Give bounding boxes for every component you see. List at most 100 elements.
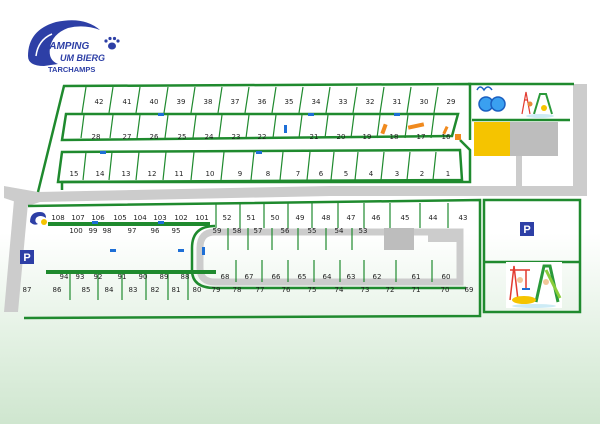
pitch-number[interactable]: 95 [172, 227, 181, 235]
pitch-number[interactable]: 98 [103, 227, 112, 235]
pitch-number[interactable]: 71 [412, 286, 421, 294]
pitch-number[interactable]: 57 [254, 227, 263, 235]
pitch-number[interactable]: 61 [412, 273, 421, 281]
pitch-number[interactable]: 2 [420, 170, 424, 178]
pitch-number[interactable]: 73 [361, 286, 370, 294]
pitch-number[interactable]: 16 [442, 133, 451, 141]
pitch-number[interactable]: 60 [442, 273, 451, 281]
pitch-number[interactable]: 68 [221, 273, 230, 281]
pitch-number[interactable]: 24 [205, 133, 214, 141]
pitch-number[interactable]: 26 [150, 133, 159, 141]
pitch-number[interactable]: 14 [96, 170, 105, 178]
pitch-number[interactable]: 17 [417, 133, 426, 141]
pitch-number[interactable]: 51 [247, 214, 256, 222]
pitch-number[interactable]: 38 [204, 98, 213, 106]
pitch-number[interactable]: 70 [441, 286, 450, 294]
pitch-number[interactable]: 22 [258, 133, 267, 141]
pitch-number[interactable]: 75 [308, 286, 317, 294]
pitch-number[interactable]: 53 [359, 227, 368, 235]
pitch-number[interactable]: 27 [123, 133, 132, 141]
pitch-number[interactable]: 5 [344, 170, 348, 178]
pitch-number[interactable]: 94 [60, 273, 69, 281]
pitch-number[interactable]: 76 [282, 286, 291, 294]
pitch-number[interactable]: 54 [335, 227, 344, 235]
pitch-number[interactable]: 11 [175, 170, 184, 178]
pitch-number[interactable]: 108 [51, 214, 64, 222]
pitch-number[interactable]: 21 [310, 133, 319, 141]
pitch-number[interactable]: 45 [401, 214, 410, 222]
pitch-number[interactable]: 46 [372, 214, 381, 222]
pitch-number[interactable]: 28 [92, 133, 101, 141]
pitch-number[interactable]: 78 [233, 286, 242, 294]
pitch-number[interactable]: 59 [213, 227, 222, 235]
pitch-number[interactable]: 90 [139, 273, 148, 281]
pitch-number[interactable]: 99 [89, 227, 98, 235]
pitch-number[interactable]: 66 [272, 273, 281, 281]
pitch-number[interactable]: 19 [363, 133, 372, 141]
pitch-number[interactable]: 50 [271, 214, 280, 222]
pitch-number[interactable]: 32 [366, 98, 375, 106]
pitch-number[interactable]: 103 [153, 214, 166, 222]
pitch-number[interactable]: 105 [113, 214, 126, 222]
pitch-number[interactable]: 48 [322, 214, 331, 222]
pitch-number[interactable]: 74 [335, 286, 344, 294]
pitch-number[interactable]: 13 [122, 170, 131, 178]
pitch-number[interactable]: 72 [386, 286, 395, 294]
pitch-number[interactable]: 80 [193, 286, 202, 294]
pitch-number[interactable]: 41 [123, 98, 132, 106]
pitch-number[interactable]: 39 [177, 98, 186, 106]
pitch-number[interactable]: 87 [23, 286, 32, 294]
pitch-number[interactable]: 81 [172, 286, 181, 294]
pitch-number[interactable]: 89 [160, 273, 169, 281]
pitch-number[interactable]: 31 [393, 98, 402, 106]
pitch-number[interactable]: 30 [420, 98, 429, 106]
pitch-number[interactable]: 88 [181, 273, 190, 281]
pitch-number[interactable]: 85 [82, 286, 91, 294]
pitch-number[interactable]: 4 [369, 170, 374, 178]
pitch-number[interactable]: 65 [298, 273, 307, 281]
pitch-number[interactable]: 69 [465, 286, 474, 294]
pitch-number[interactable]: 49 [296, 214, 305, 222]
pitch-number[interactable]: 77 [256, 286, 265, 294]
pitch-number[interactable]: 44 [429, 214, 438, 222]
pitch-number[interactable]: 101 [195, 214, 208, 222]
pitch-number[interactable]: 25 [178, 133, 187, 141]
pitch-number[interactable]: 29 [447, 98, 456, 106]
pitch-number[interactable]: 58 [233, 227, 242, 235]
pitch-number[interactable]: 35 [285, 98, 294, 106]
pitch-number[interactable]: 63 [347, 273, 356, 281]
pitch-number[interactable]: 8 [266, 170, 270, 178]
pitch-number[interactable]: 56 [281, 227, 290, 235]
pitch-number[interactable]: 43 [459, 214, 468, 222]
pitch-number[interactable]: 106 [91, 214, 105, 222]
pitch-number[interactable]: 92 [94, 273, 103, 281]
pitch-number[interactable]: 83 [129, 286, 138, 294]
pitch-number[interactable]: 6 [319, 170, 324, 178]
pitch-number[interactable]: 9 [238, 170, 242, 178]
pitch-number[interactable]: 93 [76, 273, 85, 281]
pitch-number[interactable]: 33 [339, 98, 348, 106]
pitch-number[interactable]: 7 [296, 170, 300, 178]
pitch-number[interactable]: 42 [95, 98, 104, 106]
pitch-number[interactable]: 79 [212, 286, 221, 294]
pitch-number[interactable]: 34 [312, 98, 321, 106]
pitch-number[interactable]: 55 [308, 227, 317, 235]
pitch-number[interactable]: 52 [223, 214, 232, 222]
pitch-number[interactable]: 102 [174, 214, 187, 222]
pitch-number[interactable]: 3 [395, 170, 399, 178]
pitch-number[interactable]: 107 [71, 214, 84, 222]
pitch-number[interactable]: 18 [390, 133, 399, 141]
pitch-number[interactable]: 62 [373, 273, 382, 281]
pitch-number[interactable]: 97 [128, 227, 137, 235]
pitch-number[interactable]: 96 [151, 227, 160, 235]
pitch-number[interactable]: 10 [206, 170, 215, 178]
pitch-number[interactable]: 104 [133, 214, 147, 222]
pitch-number[interactable]: 37 [231, 98, 240, 106]
pitch-number[interactable]: 64 [323, 273, 332, 281]
pitch-number[interactable]: 86 [53, 286, 62, 294]
pitch-number[interactable]: 84 [105, 286, 114, 294]
pitch-number[interactable]: 15 [70, 170, 79, 178]
pitch-number[interactable]: 67 [245, 273, 254, 281]
pitch-number[interactable]: 1 [446, 170, 450, 178]
pitch-number[interactable]: 12 [148, 170, 157, 178]
